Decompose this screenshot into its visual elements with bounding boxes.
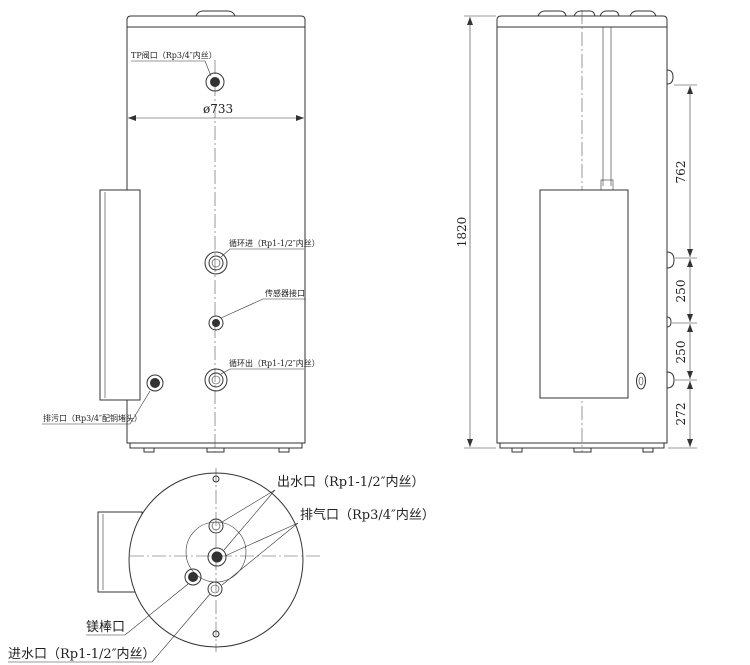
anode-port-inner [188, 572, 198, 582]
sensor-port-outer [208, 315, 224, 331]
vent-port-outer [207, 547, 227, 567]
top-view: 出水口（Rp1-1/2″内丝） 排气口（Rp3/4″内丝） 镁棒口 进水口（Rp… [8, 468, 435, 663]
front-base [129, 442, 303, 449]
side-view: 1820 762 250 250 272 [455, 10, 697, 453]
sensor-port-inner [212, 319, 220, 327]
leader-line-vent [224, 522, 299, 557]
circulation-in-port-inner [211, 258, 221, 268]
front-side-housing [99, 189, 141, 401]
leader-line-vent-2 [221, 522, 299, 586]
side-drain-port [636, 372, 646, 390]
leader-line-drain [42, 390, 151, 425]
diameter-label: ø733 [203, 102, 233, 116]
inlet-label: 进水口（Rp1-1/2″内丝） [8, 646, 156, 662]
top-port-edge-top [212, 475, 220, 483]
spacing-label-3: 250 [674, 341, 688, 364]
heat-exchanger-coil [539, 189, 629, 399]
circulation-out-port-inner [211, 375, 221, 385]
vent-label: 排气口（Rp3/4″内丝） [300, 507, 435, 523]
drain-port-outer [146, 374, 164, 392]
inlet-port-outer [207, 581, 223, 597]
side-port-stub-circulation-out [666, 371, 675, 389]
front-view: ø733 TP阀口（Rp3/4″内丝） 循环进（Rp1-1/2″内丝） 传感器接… [42, 10, 320, 453]
outlet-port-inner [211, 521, 221, 531]
leader-line-outlet [221, 489, 276, 523]
circulation-out-port-outer [204, 368, 228, 392]
spacing-label-1: 762 [674, 161, 688, 184]
tp-valve-port-inner [210, 77, 220, 87]
leader-line-circulation-out [220, 368, 304, 375]
outlet-label: 出水口（Rp1-1/2″内丝） [277, 474, 425, 490]
leader-line-tp-valve [131, 60, 212, 77]
side-foot-center [573, 447, 592, 453]
side-top-fittings [537, 10, 657, 17]
side-foot-left [511, 447, 523, 453]
sensor-label: 传感器接口 [265, 288, 305, 298]
height-label: 1820 [455, 217, 469, 248]
side-top-cap [496, 15, 668, 28]
leader-line-anode [86, 583, 189, 636]
drain-label: 排污口（Rp3/4″配铜堵头） [43, 413, 142, 423]
circulation-out-label: 循环出（Rp1-1/2″内丝） [229, 358, 320, 368]
front-top-fittings [195, 10, 236, 17]
side-port-stub-tp [666, 69, 674, 85]
top-port-edge-bottom [212, 630, 220, 638]
circulation-in-port-mid [208, 255, 224, 271]
front-foot-left [143, 447, 155, 453]
side-foot-right [642, 447, 654, 453]
side-drain-port-inner [638, 376, 644, 386]
outlet-port-outer [208, 518, 224, 534]
spacing-label-2: 250 [674, 280, 688, 303]
circulation-out-port-mid [208, 372, 224, 388]
front-foot-center [206, 447, 225, 453]
vent-port-inner [211, 551, 223, 563]
anode-label: 镁棒口 [86, 620, 125, 635]
inlet-port-inner [210, 584, 220, 594]
side-port-stub-circulation-in [666, 251, 675, 269]
side-port-stub-sensor [666, 316, 672, 328]
circulation-in-port-outer [204, 251, 228, 275]
leader-line-circulation-in [220, 248, 304, 258]
leader-line-inlet [8, 593, 211, 663]
leader-line-sensor [220, 298, 306, 319]
spacing-label-4: 272 [674, 403, 688, 426]
leader-line-outlet-2 [223, 489, 276, 551]
anode-port-outer [184, 568, 202, 586]
drain-port-inner [150, 378, 160, 388]
tp-valve-label: TP阀口（Rp3/4″内丝） [131, 50, 217, 60]
tp-valve-port-outer [205, 72, 225, 92]
circulation-in-label: 循环进（Rp1-1/2″内丝） [229, 238, 320, 248]
front-top-cap [126, 15, 306, 28]
front-foot-right [278, 447, 290, 453]
